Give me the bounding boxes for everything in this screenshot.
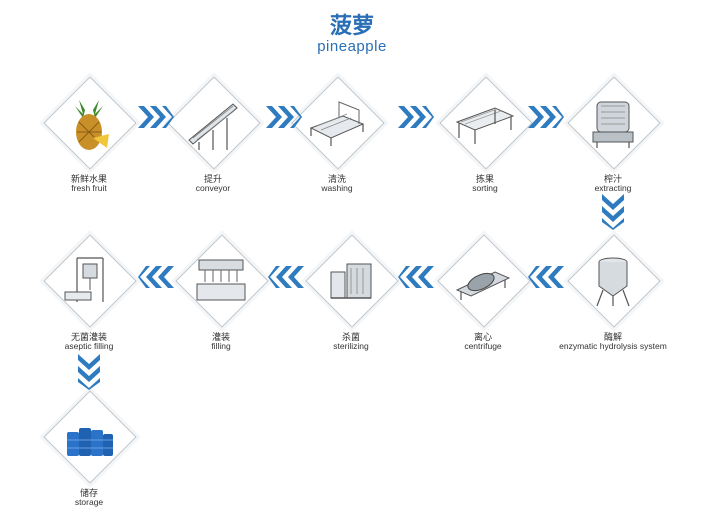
storage-drums-icon	[67, 428, 113, 456]
sorting-table-icon	[455, 107, 515, 144]
step-label-en: storage	[74, 497, 104, 507]
flow-arrow-right	[528, 106, 564, 128]
sterilizer-icon	[330, 263, 372, 299]
step-label-en: sterilizing	[333, 341, 369, 351]
title-english: pineapple	[317, 38, 387, 55]
flow-arrow-right	[138, 106, 174, 128]
step-label-en: extracting	[594, 183, 632, 193]
step-label-en: centrifuge	[464, 341, 502, 351]
conveyor-icon	[188, 103, 238, 150]
flow-arrow-down	[78, 354, 100, 390]
step-label-cn: 储存	[79, 489, 98, 499]
flow-arrow-left	[268, 266, 304, 288]
aseptic-filler-icon	[64, 257, 104, 302]
step-label-en: sorting	[472, 183, 498, 193]
flow-arrow-right	[398, 106, 434, 128]
step-label-en: washing	[321, 183, 353, 193]
pineapple-icon	[75, 94, 109, 150]
step-label-cn: 灌装	[211, 333, 230, 343]
step-label-cn: 无菌灌装	[70, 333, 107, 343]
hydrolysis-tank-icon	[596, 257, 630, 307]
filling-machine-icon	[196, 259, 246, 301]
flow-arrow-right	[266, 106, 302, 128]
juice-extractor-icon	[592, 101, 634, 148]
flow-arrow-left	[398, 266, 434, 288]
flow-arrow-left	[528, 266, 564, 288]
title-chinese: 菠萝	[329, 14, 374, 39]
step-label-en: filling	[211, 341, 231, 351]
washing-machine-icon	[309, 101, 365, 146]
step-label-cn: 清洗	[327, 175, 346, 185]
step-label-cn: 榨汁	[603, 175, 622, 185]
step-label-en: conveyor	[195, 183, 231, 193]
step-label-en: aseptic filling	[64, 341, 114, 351]
step-label-cn: 酶解	[603, 333, 622, 343]
flow-arrow-down	[602, 194, 624, 230]
centrifuge-icon	[455, 271, 511, 300]
step-label-cn: 拣果	[475, 175, 494, 185]
flow-arrow-left	[138, 266, 174, 288]
step-label-cn: 提升	[203, 175, 222, 185]
step-label-en: fresh fruit	[71, 183, 107, 193]
step-label-en: enzymatic hydrolysis system	[559, 341, 667, 351]
step-label-cn: 杀菌	[341, 333, 360, 343]
step-label-cn: 离心	[473, 333, 492, 343]
step-label-cn: 新鲜水果	[70, 175, 107, 185]
